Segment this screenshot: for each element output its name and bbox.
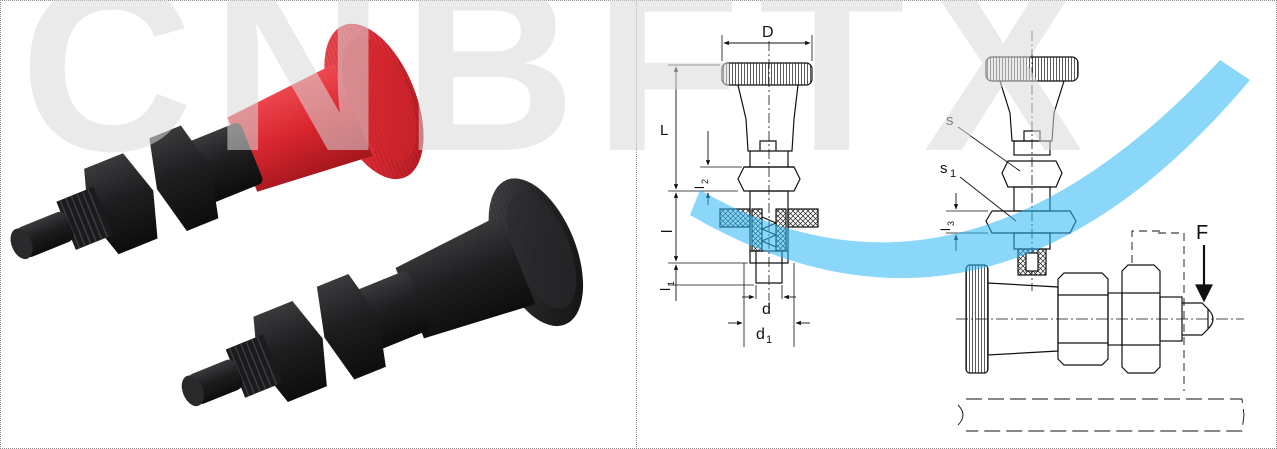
label-l: l — [659, 230, 676, 233]
hex-nut — [316, 274, 386, 380]
plunger-section-view — [668, 35, 819, 347]
label-F: F — [1196, 222, 1208, 244]
label-l1: l — [657, 288, 673, 291]
plunger-installed-view — [956, 230, 1245, 432]
label-s: s — [946, 112, 954, 129]
label-l3: l — [938, 228, 953, 231]
red-indexing-plunger — [10, 23, 424, 260]
label-s1: s — [940, 160, 948, 177]
hex-nut — [149, 125, 219, 231]
product-photo-panel — [1, 1, 635, 448]
label-s1-sub: 1 — [950, 168, 956, 180]
plunger-locknut-view — [946, 31, 1079, 291]
label-d1: d — [756, 326, 765, 343]
label-d: d — [762, 301, 771, 318]
label-d1-sub: 1 — [766, 334, 772, 346]
label-D: D — [762, 24, 774, 41]
label-l1-sub: 1 — [666, 281, 676, 286]
label-l2-sub: 2 — [700, 179, 710, 184]
label-L: L — [660, 122, 668, 139]
label-l2: l — [692, 186, 707, 189]
product-photo — [10, 23, 584, 407]
label-l3-sub: 3 — [946, 221, 956, 226]
technical-drawing-panel: D L l 2 l l 1 d d 1 s s 1 l 3 F — [638, 1, 1276, 448]
technical-drawing: D L l 2 l l 1 d d 1 s s 1 l 3 F — [657, 24, 1245, 432]
black-indexing-plunger — [181, 178, 584, 407]
panel-divider — [636, 0, 637, 449]
